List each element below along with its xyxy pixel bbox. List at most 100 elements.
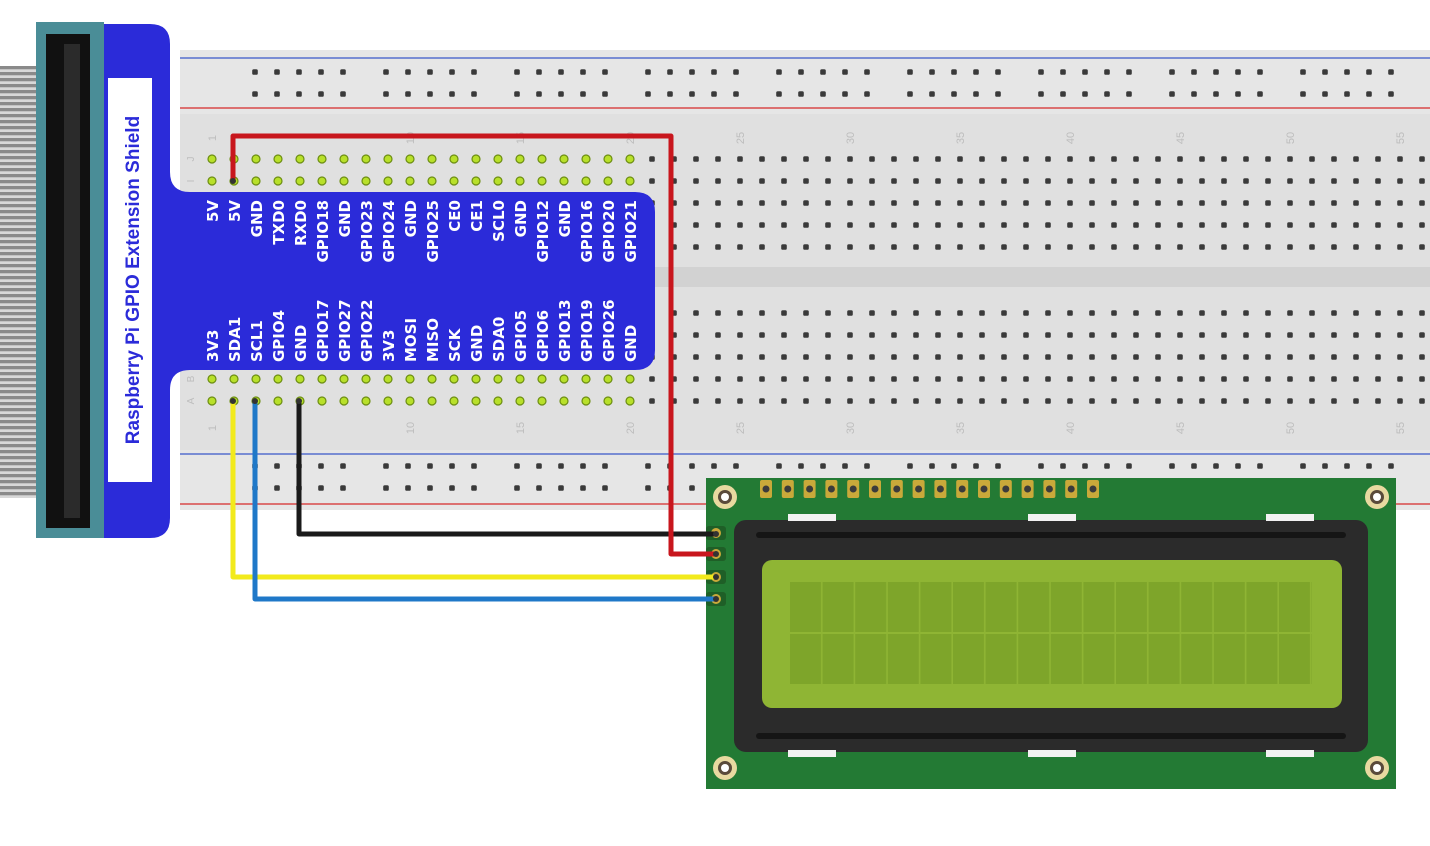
column-number-label: 40 xyxy=(1065,422,1077,434)
column-number-label: 35 xyxy=(955,422,967,434)
shield-pin-label: SDA0 xyxy=(490,317,508,362)
shield-pin-label: GND xyxy=(622,325,640,362)
shield-pin-hole xyxy=(383,176,393,186)
column-number-label: 25 xyxy=(735,132,747,144)
column-number-label: 35 xyxy=(955,132,967,144)
shield-pin-label: GPIO16 xyxy=(578,200,596,263)
shield-pin-label: GPIO27 xyxy=(336,299,354,362)
shield-pin-hole xyxy=(251,176,261,186)
shield-pin-label: CE1 xyxy=(468,200,486,232)
shield-pin-hole xyxy=(405,396,415,406)
shield-pin-hole xyxy=(603,374,613,384)
shield-pin-label: GPIO19 xyxy=(578,299,596,362)
shield-pin-hole xyxy=(493,396,503,406)
shield-pin-hole xyxy=(339,176,349,186)
row-letter-label: A xyxy=(186,397,197,404)
jumper-wires xyxy=(230,133,719,602)
shield-pin-hole xyxy=(427,396,437,406)
row-letter-label: B xyxy=(186,375,197,382)
shield-pin-label: RXD0 xyxy=(292,200,310,246)
lcd-header-pins xyxy=(760,480,1099,498)
shield-pin-hole xyxy=(625,154,635,164)
shield-title-panel xyxy=(108,78,152,482)
shield-pin-hole xyxy=(515,374,525,384)
shield-pin-label: GPIO6 xyxy=(534,310,552,362)
shield-pin-label: GPIO5 xyxy=(512,310,530,362)
shield-pin-hole xyxy=(427,154,437,164)
shield-pin-hole xyxy=(581,374,591,384)
shield-pin-hole xyxy=(229,374,239,384)
shield-pin-hole xyxy=(471,396,481,406)
shield-pin-label: MISO xyxy=(424,318,442,362)
breadboard-top-rail xyxy=(180,50,1430,114)
shield-pin-label: GND xyxy=(468,325,486,362)
ribbon-cable xyxy=(0,66,40,498)
shield-pin-hole xyxy=(537,396,547,406)
column-number-label: 20 xyxy=(625,422,637,434)
shield-pin-label: 5V xyxy=(226,200,244,222)
column-number-label: 10 xyxy=(405,422,417,434)
shield-pin-hole xyxy=(207,374,217,384)
row-letter-label: I xyxy=(186,180,197,183)
shield-pin-hole xyxy=(317,396,327,406)
shield-pin-hole xyxy=(251,374,261,384)
shield-pin-hole xyxy=(383,374,393,384)
blue-scl-wire xyxy=(252,398,719,602)
shield-pin-label: SCL1 xyxy=(248,320,266,362)
shield-pin-hole xyxy=(273,154,283,164)
shield-pin-hole xyxy=(383,396,393,406)
shield-pin-hole xyxy=(537,176,547,186)
red-5v-wire xyxy=(230,133,719,557)
shield-board xyxy=(95,24,655,538)
shield-pin-hole xyxy=(493,154,503,164)
shield-pin-hole xyxy=(625,374,635,384)
column-number-label: 30 xyxy=(845,422,857,434)
black-gnd-wire xyxy=(296,398,719,537)
shield-pin-hole xyxy=(339,374,349,384)
shield-pin-label: MOSI xyxy=(402,318,420,362)
shield-pin-hole xyxy=(295,176,305,186)
breadboard-holes xyxy=(252,69,1425,491)
shield-pin-hole xyxy=(405,374,415,384)
shield-pin-hole xyxy=(515,176,525,186)
shield-pin-hole xyxy=(361,176,371,186)
column-number-label: 40 xyxy=(1065,132,1077,144)
shield-pin-hole xyxy=(471,176,481,186)
shield-pin-hole xyxy=(317,154,327,164)
column-number-label: 55 xyxy=(1395,422,1407,434)
shield-pin-label: GND xyxy=(248,200,266,237)
breadboard-labels: 1110101515202025253030353540404545505055… xyxy=(186,132,1407,434)
shield-pin-hole xyxy=(427,374,437,384)
shield-pin-hole xyxy=(295,374,305,384)
shield-title: Raspberry Pi GPIO Extension Shield xyxy=(123,116,144,444)
shield-pin-label: GPIO12 xyxy=(534,200,552,263)
shield-pin-hole xyxy=(361,396,371,406)
column-number-label: 1 xyxy=(207,135,219,141)
shield-pin-hole xyxy=(273,396,283,406)
shield-pin-hole xyxy=(559,396,569,406)
shield-pin-hole xyxy=(603,154,613,164)
shield-pin-label: TXD0 xyxy=(270,200,288,245)
shield-pin-hole xyxy=(449,374,459,384)
yellow-sda-wire xyxy=(230,398,719,580)
column-number-label: 1 xyxy=(207,425,219,431)
shield-pin-hole xyxy=(471,374,481,384)
row-letter-label: J xyxy=(186,157,197,162)
shield-pin-hole xyxy=(493,374,503,384)
shield-pin-label: GPIO22 xyxy=(358,299,376,362)
shield-pin-hole xyxy=(361,154,371,164)
shield-pin-hole xyxy=(339,396,349,406)
shield-pin-label: GPIO21 xyxy=(622,200,640,263)
shield-pin-hole xyxy=(603,176,613,186)
shield-pin-label: GND xyxy=(556,200,574,237)
shield-pin-hole xyxy=(317,374,327,384)
shield-pin-hole xyxy=(493,176,503,186)
shield-pin-hole xyxy=(581,176,591,186)
shield-pin-label: 5V xyxy=(204,200,222,222)
shield-pin-hole xyxy=(207,154,217,164)
shield-pin-hole xyxy=(581,154,591,164)
column-number-label: 50 xyxy=(1285,422,1297,434)
shield-pin-hole xyxy=(251,154,261,164)
shield-pin-hole xyxy=(515,154,525,164)
